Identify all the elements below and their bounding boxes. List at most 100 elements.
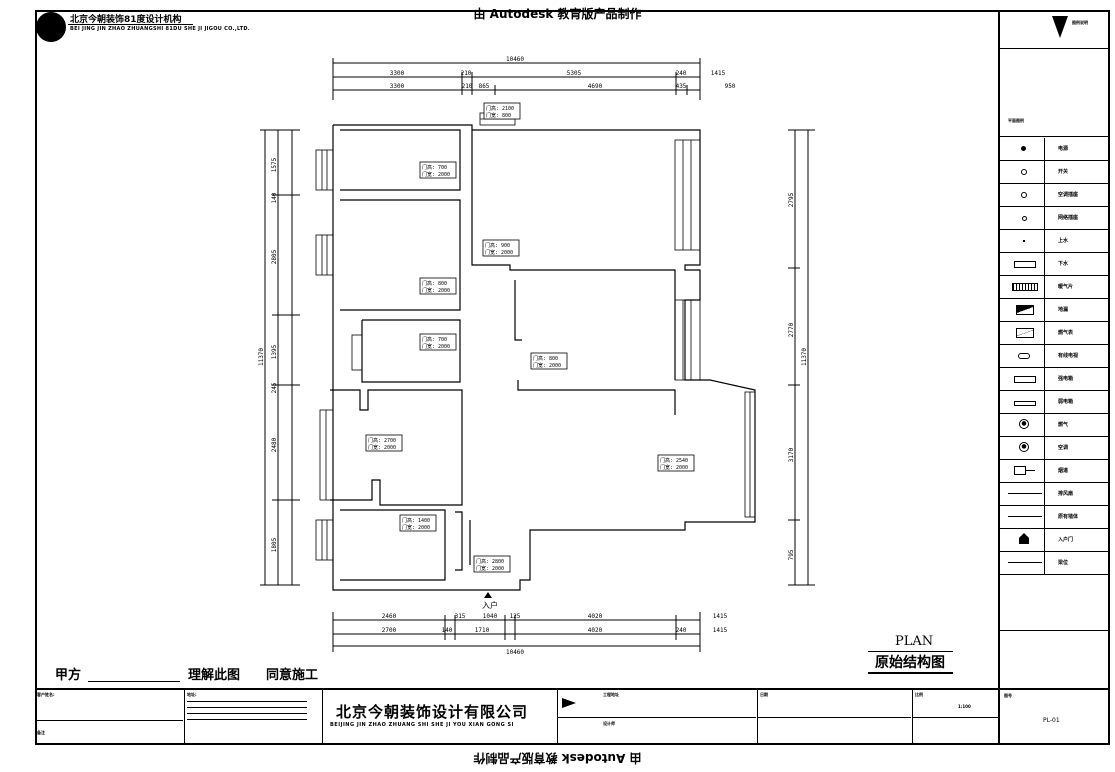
legend-item-label: 空调插座: [1058, 192, 1079, 198]
legend-item: 有线电视: [1000, 345, 1110, 368]
legend-item-label: 电源: [1058, 146, 1069, 152]
dim-top-2: 210: [461, 70, 472, 77]
legend-item: 网络插座: [1000, 207, 1110, 230]
dim-left-1: 1575: [271, 157, 278, 172]
legend-symbol-icon: [1004, 138, 1045, 160]
legend-item-label: 原有墙体: [1058, 514, 1079, 520]
legend-item: 入户门: [1000, 529, 1110, 552]
dim-bot-out-2: 140: [442, 627, 453, 634]
legend-symbol-icon: [1004, 184, 1045, 206]
plan-title-cn: 原始结构图: [875, 655, 945, 671]
dim-bot-out-6: 1415: [713, 627, 728, 634]
legend-item: 原有墙体: [1000, 506, 1110, 529]
room-label-box: [399, 514, 437, 532]
legend-item-label: 上水: [1058, 238, 1069, 244]
legend-symbol-icon: [1004, 276, 1045, 298]
entrance-arrow-icon: [484, 592, 492, 598]
legend-symbol-icon: [1004, 345, 1045, 367]
room-label-line2: 门宽: 2000: [368, 444, 396, 451]
legend-item-label: 开关: [1058, 169, 1069, 175]
left-dimension-lines: [260, 129, 300, 586]
legend-header: 平面图例: [1008, 118, 1024, 123]
legend-logo-area: 图例说明: [1000, 10, 1110, 49]
tb-company-cell: [323, 690, 558, 745]
windows: [315, 112, 756, 561]
legend-symbol-icon: ●: [1004, 414, 1045, 436]
legend-item: 地漏: [1000, 299, 1110, 322]
room-label-line2: 门宽: 2000: [485, 249, 513, 256]
dim-top-in-2: 210: [462, 83, 473, 90]
dim-bot-6: 1415: [713, 613, 728, 620]
room-label-line2: 门宽: 2000: [422, 287, 450, 294]
plan-title-rule: [868, 651, 953, 652]
tb-scale-label: 比例: [915, 692, 923, 697]
room-label-box: [419, 161, 457, 179]
legend-symbol-icon: [1004, 322, 1045, 344]
dim-right-total: 11370: [801, 348, 808, 366]
drawing-no-label: 图号: [1004, 693, 1012, 698]
dim-bot-2: 315: [455, 613, 466, 620]
dim-top-in-6: 950: [725, 83, 736, 90]
dim-top-in-4: 4690: [588, 83, 603, 90]
room-label-line1: 门高: 900: [485, 242, 510, 249]
tb-address-label: 地址:: [187, 692, 197, 697]
legend-item-label: 烟道: [1058, 468, 1069, 474]
legend-item: 下水: [1000, 253, 1110, 276]
dim-left-2: 140: [271, 192, 278, 203]
legend-item: 强电箱: [1000, 368, 1110, 391]
drawing-number-box: 图号 PL-01: [998, 688, 1110, 745]
legend-header-area: 平面图例: [1000, 48, 1110, 137]
legend-symbol-icon: [1004, 506, 1045, 528]
legend-item-label: 空调: [1058, 445, 1069, 451]
dim-top-3: 5305: [567, 70, 582, 77]
legend-item: 电源: [1000, 138, 1110, 161]
legend-item: ●空调: [1000, 437, 1110, 460]
room-label-line2: 门宽: 800: [486, 112, 511, 119]
legend-symbol-icon: [1004, 299, 1045, 321]
company-logo-icon: [36, 12, 66, 42]
room-label-line1: 门高: 2800: [476, 558, 504, 565]
legend-item: ● 燃气: [1000, 414, 1110, 437]
logo-divider: [68, 24, 193, 25]
play-arrow-icon: [562, 698, 576, 708]
right-dimension-lines: [788, 129, 815, 586]
legend-item-label: 燃气: [1058, 422, 1069, 428]
room-label-box: [530, 352, 568, 370]
room-label-box: [483, 102, 521, 120]
dim-bot-5: 4020: [588, 613, 603, 620]
drawing-no-value: PL-01: [1043, 717, 1060, 724]
legend-symbol-icon: [1004, 207, 1045, 229]
legend-item-label: 梁位: [1058, 560, 1069, 566]
tb-date-label: 日期: [760, 692, 768, 697]
dim-right-2: 2770: [788, 322, 795, 337]
top-dimension-lines: [332, 58, 701, 100]
tb-designer-label: 设计师: [603, 721, 615, 726]
dim-top-5: 1415: [711, 70, 726, 77]
legend-item-label: 排风扇: [1058, 491, 1074, 497]
room-label-line1: 门高: 800: [422, 280, 447, 287]
legend-item: 排风扇: [1000, 483, 1110, 506]
dim-bot-total: 10460: [506, 649, 524, 656]
room-label-line2: 门宽: 2000: [422, 171, 450, 178]
dim-left-total: 11370: [258, 348, 265, 366]
dim-right-4: 795: [788, 549, 795, 560]
dim-total-top: 10460: [506, 56, 524, 63]
north-arrow-icon: [1052, 16, 1068, 38]
room-label-line1: 门高: 800: [533, 355, 558, 362]
dim-left-7: 1805: [271, 537, 278, 552]
dimension-texts: 10460 3300 210 5305 240 1415 3300 210 86…: [258, 56, 808, 656]
entrance-label: 入户: [482, 600, 498, 610]
legend-symbol-icon: [1004, 460, 1045, 482]
legend-item: 弱电箱: [1000, 391, 1110, 414]
room-label-box: [365, 434, 403, 452]
room-label-line2: 门宽: 2000: [533, 362, 561, 369]
plan-title-underline: [868, 672, 953, 674]
room-label-line1: 门高: 700: [422, 336, 447, 343]
dim-top-in-1: 3300: [390, 83, 405, 90]
legend-item-label: 强电箱: [1058, 376, 1074, 382]
dim-bot-out-3: 1710: [475, 627, 490, 634]
room-label-line2: 门宽: 2000: [402, 524, 430, 531]
dim-right-1: 2795: [788, 192, 795, 207]
dim-top-1: 3300: [390, 70, 405, 77]
